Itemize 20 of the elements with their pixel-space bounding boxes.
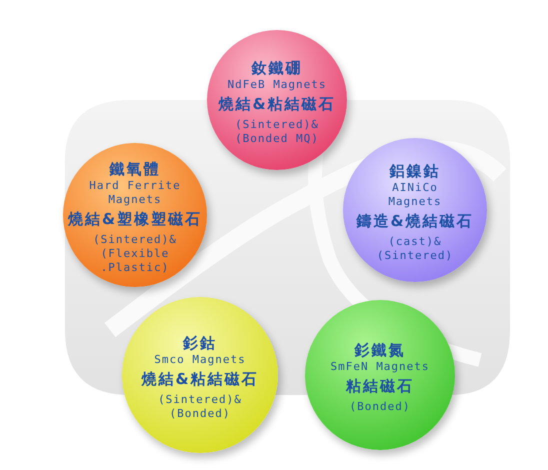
english-name-text: SmFeN Magnets [330,360,430,374]
english-process-text: (Sintered)& (Bonded) [157,393,243,421]
english-name-text: Smco Magnets [153,353,247,367]
process-text: 粘結磁石 [346,376,414,396]
english-process-text: (Bonded) [348,400,412,414]
process-text: 鑄造&燒結磁石 [356,211,474,231]
process-text: 燒結&塑橡塑磁石 [68,209,202,229]
name-text: 鋁鎳鈷 [390,161,440,181]
english-process-text: (cast)& (Sintered) [376,235,454,263]
name-text: 釹鐵硼 [252,58,302,78]
name-text: 鐵氧體 [110,159,160,179]
name-text: 釤鐵氮 [354,340,406,360]
process-text: 燒結&粘結磁石 [141,369,259,389]
name-text: 釤鈷 [183,333,217,353]
english-name-text: Hard Ferrite Magnets [88,179,182,207]
english-name-text: AINiCo Magnets [387,181,443,209]
english-name-text: NdFeB Magnets [227,78,327,92]
english-process-text: (Sintered)& (Flexible .Plastic) [92,233,178,275]
english-process-text: (Sintered)& (Bonded MQ) [234,118,320,146]
process-text: 燒結&粘結磁石 [218,94,336,114]
